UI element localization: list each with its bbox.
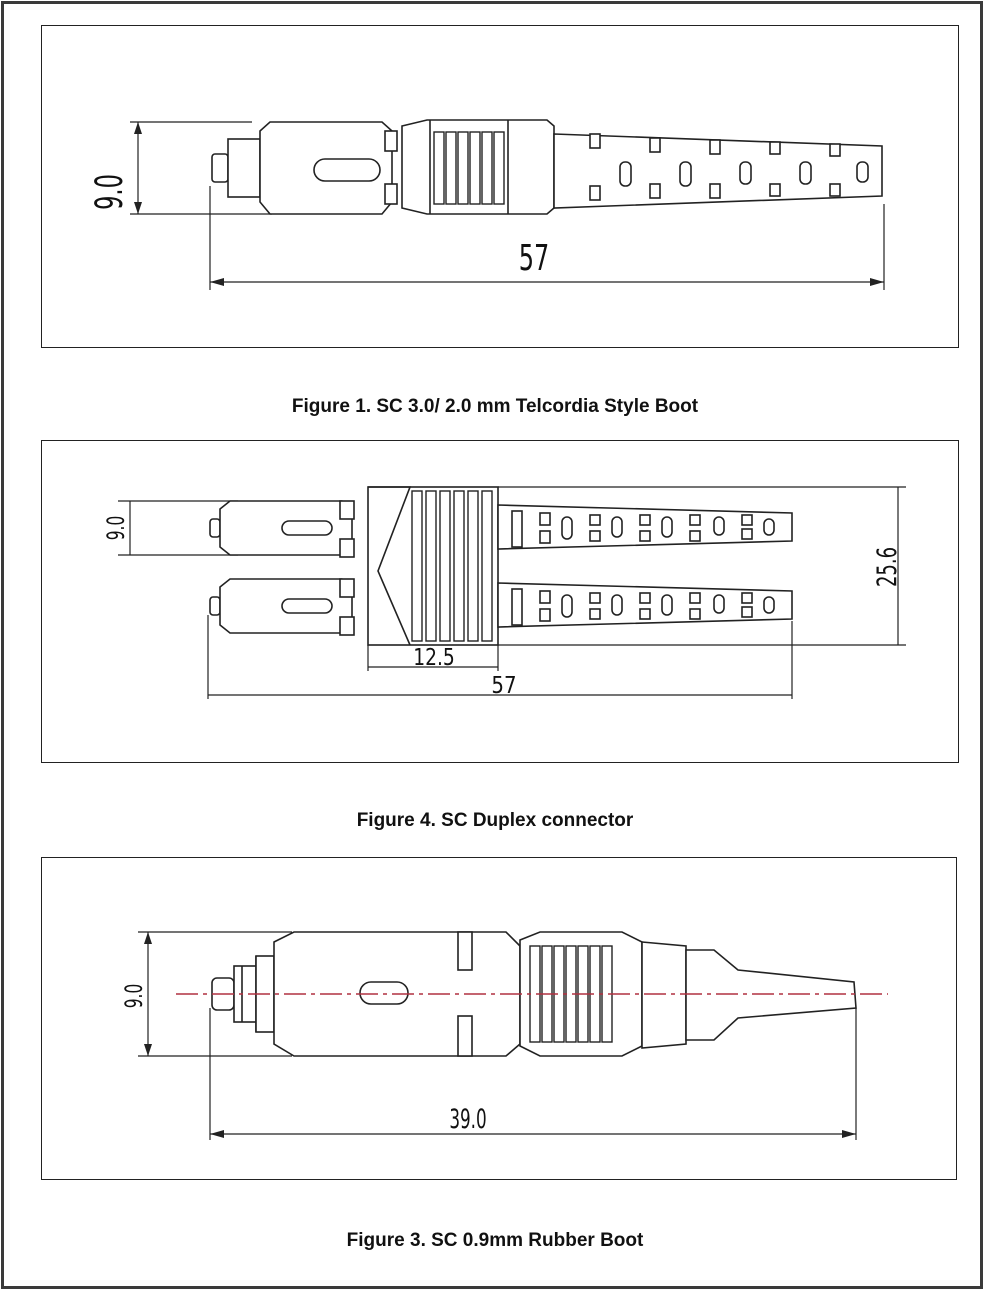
figure-3-height-label: 9.0 — [119, 984, 148, 1008]
figure-1-height-label: 9.0 — [88, 174, 132, 210]
figure-1-panel: 9.0 — [41, 25, 959, 348]
figure-1-length-label: 57 — [519, 238, 550, 279]
figure-4-length-label: 57 — [491, 673, 516, 700]
figure-3-panel: 9.0 39.0 — [41, 857, 957, 1180]
figure-1-boot-notches — [589, 133, 869, 201]
figure-4-upper-boot-notches — [539, 512, 775, 544]
figure-4-caption: Figure 4. SC Duplex connector — [356, 810, 634, 831]
figure-1-drawing: 9.0 — [88, 119, 885, 290]
figure-3-length-label: 39.0 — [449, 1104, 486, 1135]
figure-4-height-label: 9.0 — [101, 516, 130, 540]
figure-4-panel: 9.0 — [41, 440, 959, 763]
figure-3-drawing: 9.0 39.0 — [119, 931, 888, 1140]
figure-1-caption: Figure 1. SC 3.0/ 2.0 mm Telcordia Style… — [291, 396, 699, 417]
figure-4-body-width-label: 12.5 — [413, 643, 455, 670]
figure-4-total-height-label: 25.6 — [873, 547, 903, 587]
figure-4-drawing: 9.0 — [101, 486, 906, 700]
figure-4-lower-boot-notches — [539, 590, 775, 622]
figure-3-caption: Figure 3. SC 0.9mm Rubber Boot — [346, 1230, 644, 1251]
